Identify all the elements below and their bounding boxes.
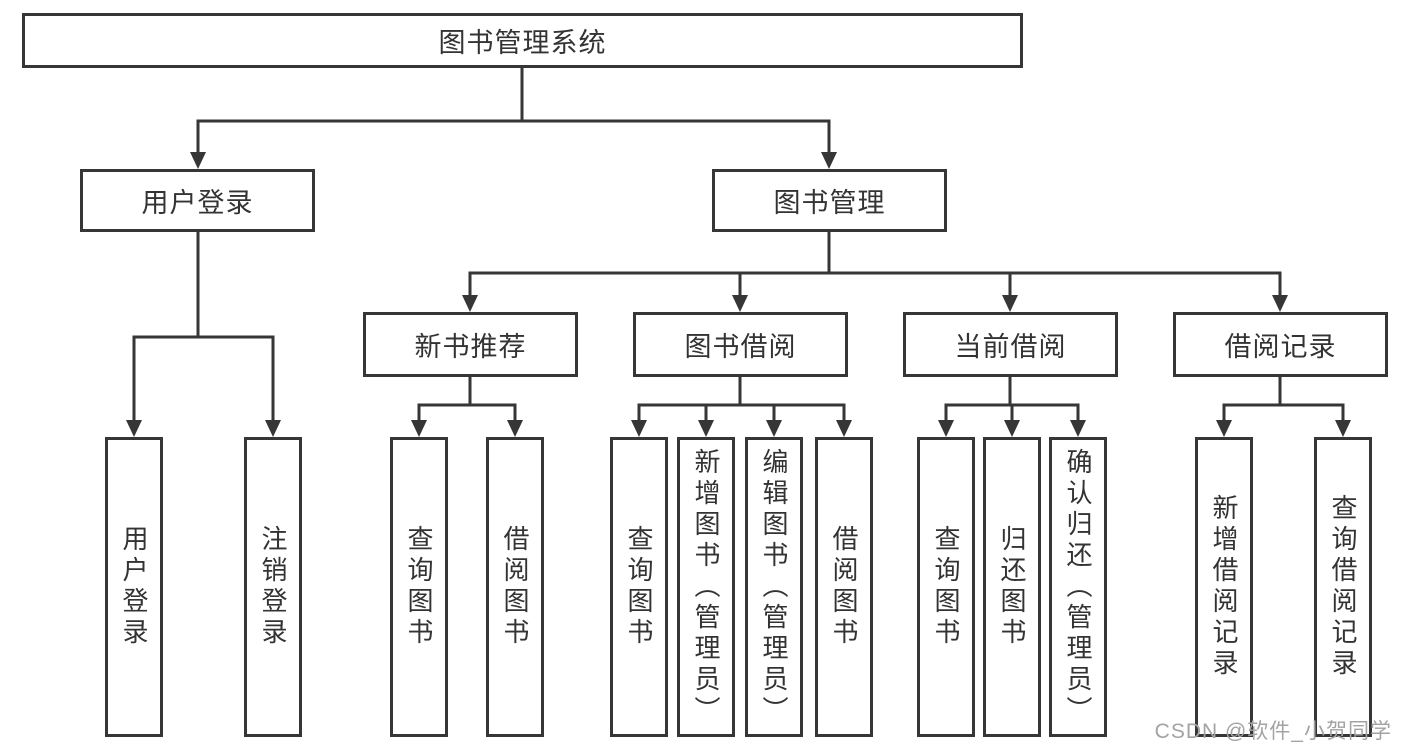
arrowhead	[1335, 420, 1351, 437]
leaf-query-books-current-label: 查询图书	[931, 525, 961, 649]
leaf-edit-book-admin-label: 编辑图书（管理员）	[759, 447, 789, 727]
edge-borrow-records-group	[1222, 377, 1345, 423]
node-new-book-recommend: 新书推荐	[363, 312, 578, 377]
arrowhead	[1272, 295, 1288, 312]
leaf-borrow-books-label: 借阅图书	[829, 525, 859, 649]
leaf-logout: 注销登录	[244, 437, 302, 737]
edge-book-management-branch	[468, 232, 1282, 298]
leaf-user-login: 用户登录	[105, 437, 163, 737]
arrowhead	[265, 420, 281, 437]
arrowhead	[126, 420, 142, 437]
leaf-edit-book-admin: 编辑图书（管理员）	[745, 437, 803, 737]
leaf-query-books-current: 查询图书	[917, 437, 975, 737]
arrowhead	[938, 420, 954, 437]
edge-root-to-level2	[196, 68, 831, 155]
leaf-borrow-books-recommend: 借阅图书	[486, 437, 544, 737]
edge-user-login-branch	[132, 232, 275, 423]
node-user-login: 用户登录	[80, 169, 315, 232]
node-library-system-label: 图书管理系统	[438, 28, 607, 58]
arrowhead	[836, 420, 852, 437]
arrowhead	[732, 295, 748, 312]
edge-new-book-group	[417, 377, 517, 423]
node-book-management-label: 图书管理	[773, 188, 886, 218]
arrowhead	[766, 420, 782, 437]
leaf-user-login-label: 用户登录	[119, 525, 149, 649]
leaf-query-borrow-record-label: 查询借阅记录	[1328, 494, 1358, 680]
leaf-query-books-recommend-label: 查询图书	[404, 525, 434, 649]
node-library-system: 图书管理系统	[22, 13, 1023, 68]
leaf-query-borrow-record: 查询借阅记录	[1314, 437, 1372, 737]
leaf-return-books-label: 归还图书	[997, 525, 1027, 649]
arrowhead	[1002, 295, 1018, 312]
leaf-confirm-return-admin-label: 确认归还（管理员）	[1063, 447, 1093, 727]
node-book-management: 图书管理	[712, 169, 947, 232]
arrowhead	[698, 420, 714, 437]
arrowhead	[1004, 420, 1020, 437]
leaf-query-books-borrow: 查询图书	[610, 437, 668, 737]
leaf-query-books-borrow-label: 查询图书	[624, 525, 654, 649]
edge-current-borrow-group	[944, 377, 1080, 423]
leaf-return-books: 归还图书	[983, 437, 1041, 737]
arrowhead	[1070, 420, 1086, 437]
leaf-add-book-admin-label: 新增图书（管理员）	[691, 447, 721, 727]
node-user-login-label: 用户登录	[141, 188, 254, 218]
leaf-borrow-books-recommend-label: 借阅图书	[500, 525, 530, 649]
node-book-borrow-label: 图书借阅	[684, 332, 797, 362]
node-new-book-recommend-label: 新书推荐	[414, 332, 527, 362]
arrowhead	[631, 420, 647, 437]
leaf-add-book-admin: 新增图书（管理员）	[677, 437, 735, 737]
leaf-add-borrow-record: 新增借阅记录	[1195, 437, 1253, 737]
arrowhead	[821, 152, 837, 169]
arrowhead	[190, 152, 206, 169]
arrowhead	[507, 420, 523, 437]
node-current-borrow-label: 当前借阅	[954, 332, 1067, 362]
node-book-borrow: 图书借阅	[633, 312, 848, 377]
arrowhead	[462, 295, 478, 312]
leaf-borrow-books: 借阅图书	[815, 437, 873, 737]
leaf-confirm-return-admin: 确认归还（管理员）	[1049, 437, 1107, 737]
node-current-borrow: 当前借阅	[903, 312, 1118, 377]
arrowhead	[1216, 420, 1232, 437]
node-borrow-records-label: 借阅记录	[1224, 332, 1337, 362]
watermark-csdn: CSDN @软件_小贺同学	[1154, 720, 1392, 743]
leaf-add-borrow-record-label: 新增借阅记录	[1209, 494, 1239, 680]
leaf-logout-label: 注销登录	[258, 525, 288, 649]
node-borrow-records: 借阅记录	[1173, 312, 1388, 377]
edge-book-borrow-group	[637, 377, 846, 423]
arrowhead	[411, 420, 427, 437]
leaf-query-books-recommend: 查询图书	[390, 437, 448, 737]
